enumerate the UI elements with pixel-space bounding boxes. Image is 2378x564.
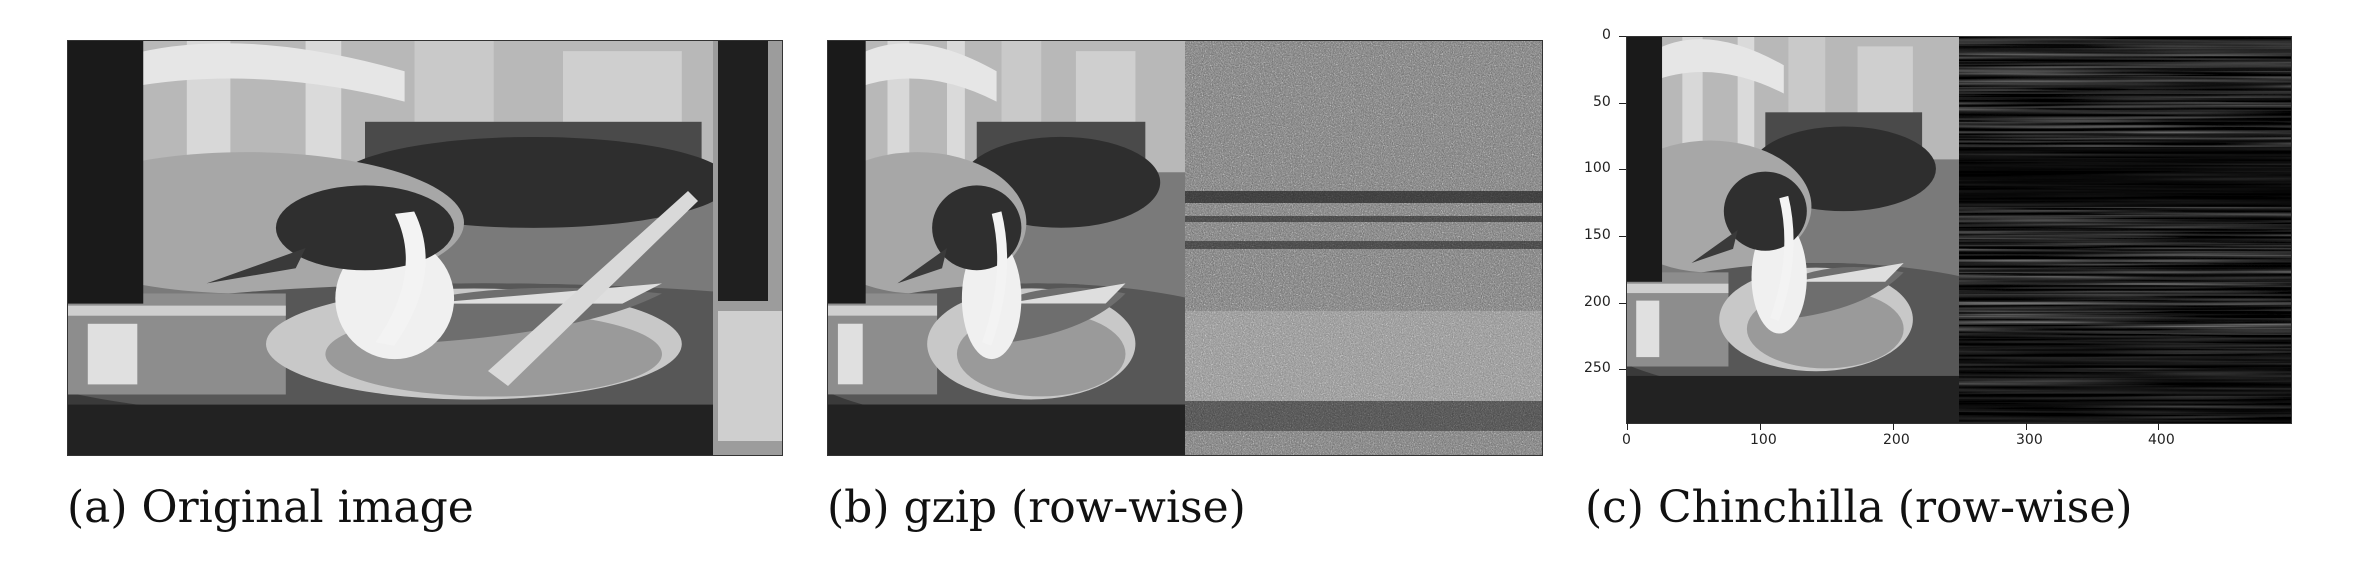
caption-c: (c) Chinchilla (row-wise) [1585, 482, 2133, 533]
x-tick-label: 100 [1750, 432, 1777, 448]
caption-b: (b) gzip (row-wise) [827, 482, 1246, 533]
y-tick-label: 50 [1593, 94, 1611, 110]
y-tick-label: 100 [1584, 160, 1611, 176]
x-tick-label: 400 [2148, 432, 2175, 448]
gzip-reconstruction [828, 41, 1542, 455]
caption-a: (a) Original image [67, 482, 474, 533]
y-tick-label: 250 [1584, 360, 1611, 376]
y-tick-label: 0 [1602, 27, 1611, 43]
gzip-image [827, 40, 1543, 456]
x-tick-label: 200 [1883, 432, 1910, 448]
duck-photo [68, 41, 782, 455]
chinchilla-image [1626, 36, 2292, 424]
x-tick-label: 0 [1622, 432, 1631, 448]
original-image [67, 40, 783, 456]
chinchilla-reconstruction [1627, 37, 2291, 423]
y-tick-label: 150 [1584, 227, 1611, 243]
y-tick-label: 200 [1584, 294, 1611, 310]
x-tick-label: 300 [2016, 432, 2043, 448]
